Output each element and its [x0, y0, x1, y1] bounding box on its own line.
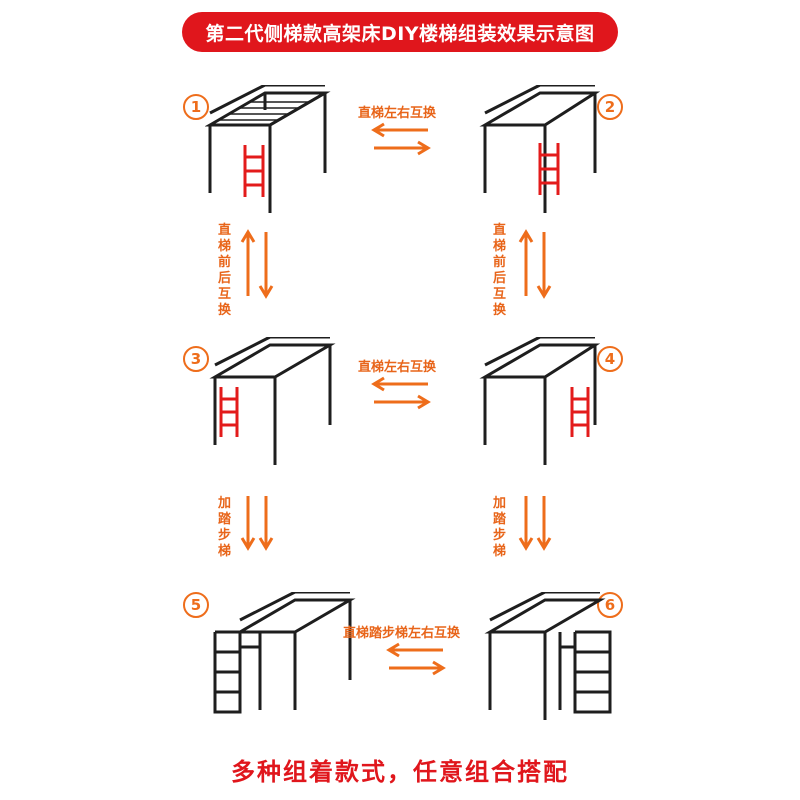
loft-bed-image-5: [213, 592, 356, 714]
loft-bed-image-1: [205, 85, 331, 213]
step-badge-4: 4: [597, 346, 623, 372]
loft-bed-image-4: [479, 337, 600, 465]
swap-lr-arrows-2: [371, 376, 431, 410]
swap-fb-arrows-left: [240, 229, 274, 299]
loft-bed-image-6: [484, 592, 612, 720]
swap-lr-label-1: 直梯左右互换: [358, 106, 437, 121]
loft-bed-image-3: [209, 337, 336, 465]
swap-step-lr-arrows: [386, 642, 446, 676]
add-steps-arrows-right: [518, 496, 552, 551]
swap-fb-label-left: 直梯前后互换: [217, 223, 231, 318]
add-steps-label-right: 加踏步梯: [492, 496, 506, 559]
footer-slogan: 多种组着款式，任意组合搭配: [231, 758, 569, 786]
loft-bed-image-2: [479, 85, 600, 213]
swap-step-lr-label: 直梯踏步梯左右互换: [343, 626, 461, 641]
page-title: 第二代侧梯款高架床DIY楼梯组装效果示意图: [182, 12, 618, 52]
step-badge-5: 5: [183, 592, 209, 618]
step-badge-3: 3: [183, 346, 209, 372]
step-badge-1: 1: [183, 94, 209, 120]
step-badge-2: 2: [597, 94, 623, 120]
swap-fb-arrows-right: [518, 229, 552, 299]
step-badge-6: 6: [597, 592, 623, 618]
add-steps-label-left: 加踏步梯: [217, 496, 231, 559]
swap-lr-label-2: 直梯左右互换: [358, 360, 437, 375]
add-steps-arrows-left: [240, 496, 274, 551]
swap-lr-arrows-1: [371, 122, 431, 156]
swap-fb-label-right: 直梯前后互换: [492, 223, 506, 318]
